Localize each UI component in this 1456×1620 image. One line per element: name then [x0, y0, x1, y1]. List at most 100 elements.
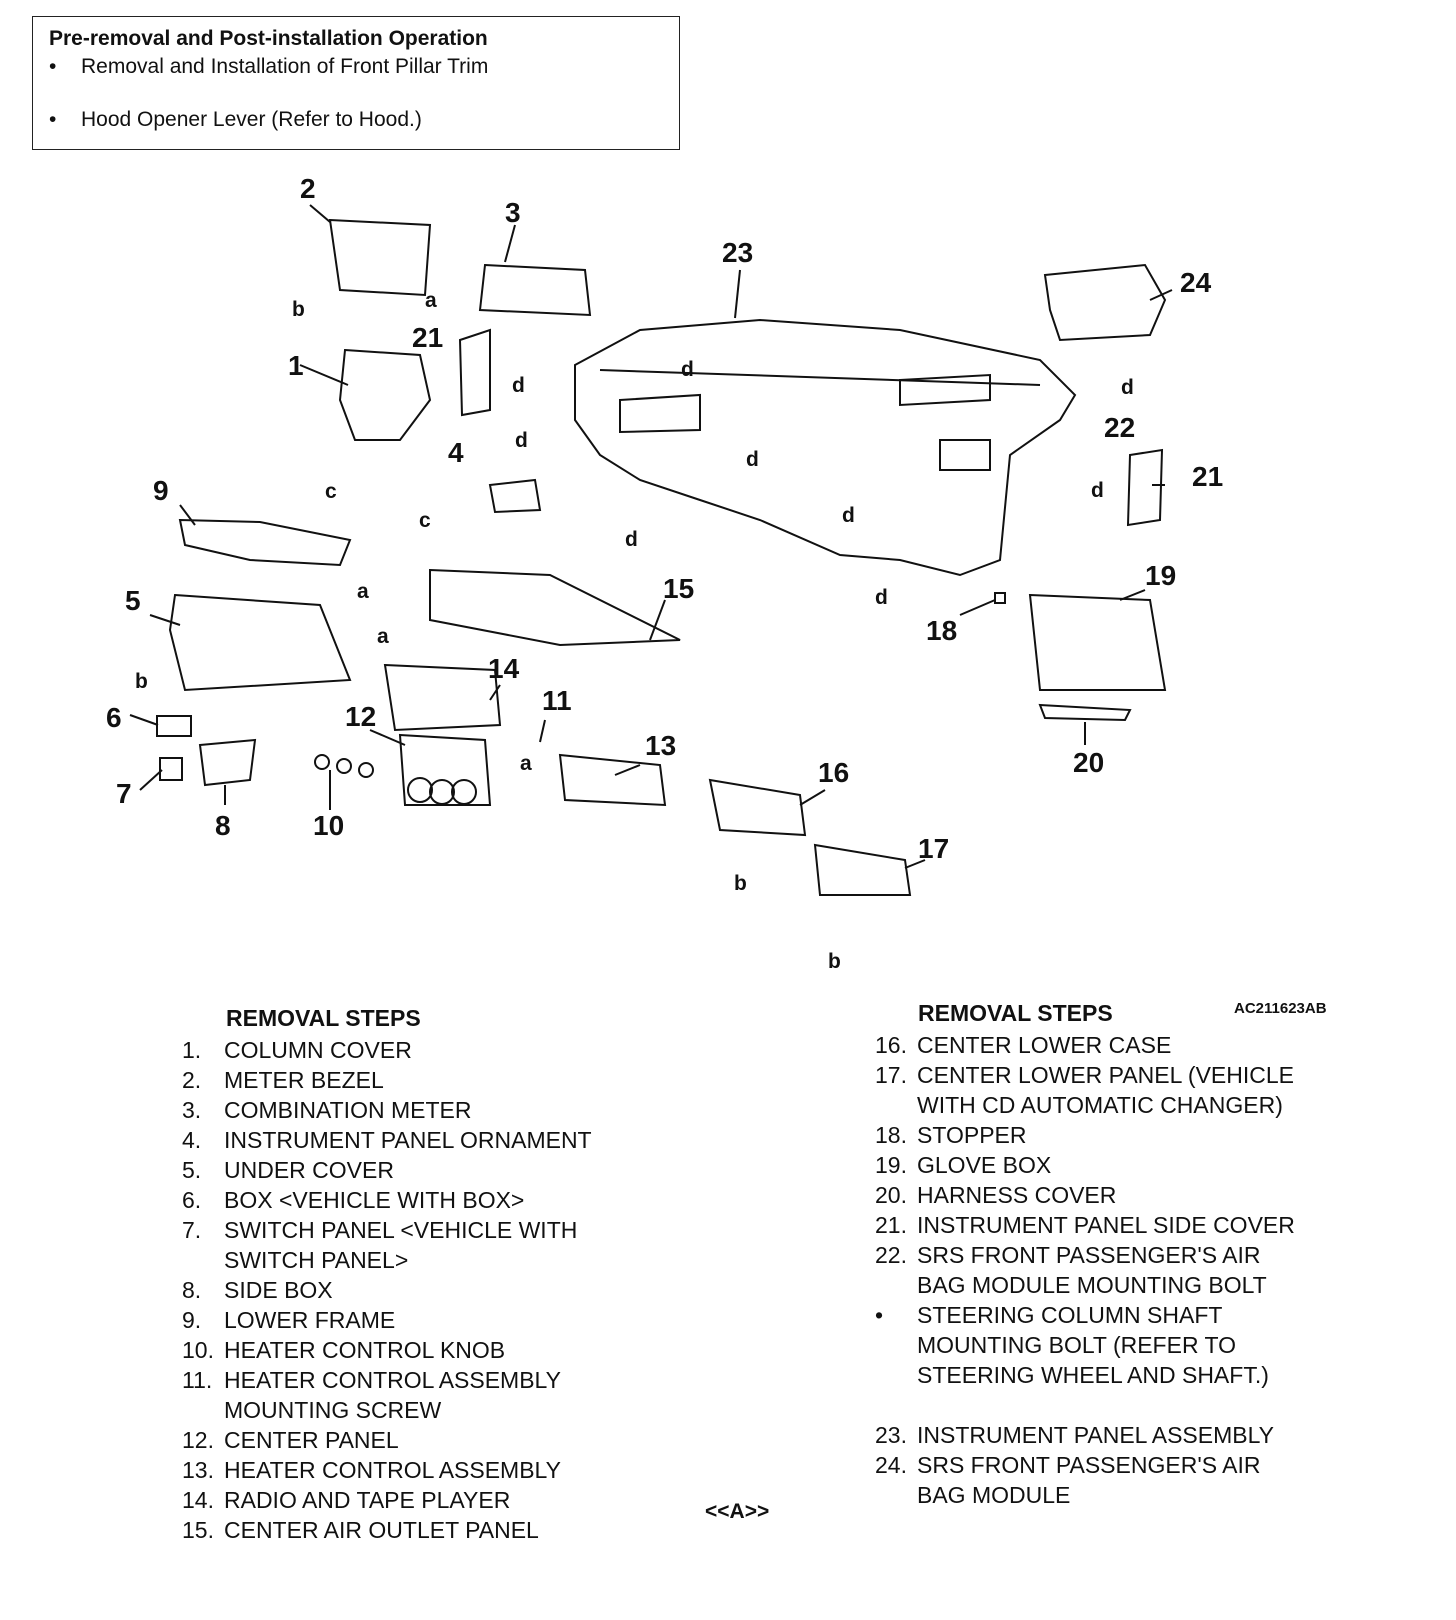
lower-frame-drawing [178, 518, 352, 567]
instrument-panel-assembly-drawing [574, 318, 1077, 577]
bullet-icon: • [49, 55, 57, 78]
step-text: HEATER CONTROL ASSEMBLY [224, 1457, 561, 1483]
step-number: • [875, 1302, 884, 1328]
procedure-marker: <<A>> [705, 1500, 770, 1523]
step-text: LOWER FRAME [224, 1307, 396, 1333]
diagram-callout: 5 [125, 585, 141, 616]
step-number: 21. [875, 1212, 907, 1238]
diagram-callout: 18 [926, 615, 957, 646]
step-text: CENTER LOWER CASE [917, 1032, 1172, 1058]
step-number: 16. [875, 1032, 907, 1058]
operation-item-text: Removal and Installation of Front Pillar… [81, 55, 489, 78]
step-text: STEERING WHEEL AND SHAFT.) [917, 1362, 1269, 1388]
diagram-callout: 24 [1180, 267, 1212, 298]
operation-box-title: Pre-removal and Post-installation Operat… [49, 27, 488, 50]
diagram-callout: 13 [645, 730, 676, 761]
glove-box-drawing [1028, 593, 1167, 691]
step-text: COMBINATION METER [224, 1097, 472, 1123]
fastener-label: d [1091, 479, 1104, 502]
step-text: SWITCH PANEL <VEHICLE WITH [224, 1217, 578, 1243]
diagram-callout: 15 [663, 573, 694, 604]
fastener-label: a [377, 625, 389, 648]
step-number: 22. [875, 1242, 907, 1268]
step-text: SWITCH PANEL> [224, 1247, 409, 1273]
diagram-callout: 3 [505, 197, 521, 228]
step-number: 12. [182, 1427, 214, 1453]
step-text: METER BEZEL [224, 1067, 384, 1093]
step-number: 14. [182, 1487, 214, 1513]
step-text: STEERING COLUMN SHAFT [917, 1302, 1223, 1328]
diagram-callout: 12 [345, 701, 376, 732]
fastener-label: d [746, 448, 759, 471]
fastener-label: d [681, 358, 694, 381]
step-text: INSTRUMENT PANEL ORNAMENT [224, 1127, 592, 1153]
fastener-label: b [734, 872, 747, 895]
fastener-label: b [292, 298, 305, 321]
step-text: HEATER CONTROL ASSEMBLY [224, 1367, 561, 1393]
diagram-callout: 4 [448, 437, 464, 468]
fastener-label: b [135, 670, 148, 693]
step-number: 9. [182, 1307, 202, 1333]
removal-steps-heading: REMOVAL STEPS [918, 1000, 1113, 1026]
step-number: 17. [875, 1062, 907, 1088]
operation-item-text: Hood Opener Lever (Refer to Hood.) [81, 108, 422, 131]
air-bag-module-drawing [1043, 263, 1167, 342]
fastener-label: a [425, 289, 437, 312]
step-text: COLUMN COVER [224, 1037, 412, 1063]
step-text: HEATER CONTROL KNOB [224, 1337, 506, 1363]
diagram-callout: 21 [412, 322, 443, 353]
step-number: 20. [875, 1182, 907, 1208]
fastener-label: b [828, 950, 841, 973]
diagram-callout: 20 [1073, 747, 1104, 778]
fastener-label: c [419, 509, 431, 532]
step-number: 19. [875, 1152, 907, 1178]
step-number: 15. [182, 1517, 214, 1543]
step-number: 8. [182, 1277, 202, 1303]
diagram-callout: 19 [1145, 560, 1176, 591]
step-number: 13. [182, 1457, 214, 1483]
step-text: STOPPER [917, 1122, 1027, 1148]
fastener-label: d [515, 429, 528, 452]
step-text: BAG MODULE [917, 1482, 1071, 1508]
step-number: 7. [182, 1217, 202, 1243]
under-cover-drawing [168, 593, 352, 692]
step-number: 18. [875, 1122, 907, 1148]
diagram-callout: 1 [288, 350, 304, 381]
fastener-label: a [357, 580, 369, 603]
diagram-callout: 11 [542, 685, 572, 716]
diagram-callout: 17 [918, 833, 949, 864]
diagram-callout: 10 [313, 810, 344, 841]
diagram-callout: 14 [488, 653, 520, 684]
step-text: MOUNTING SCREW [224, 1397, 442, 1423]
bullet-icon: • [49, 108, 57, 131]
step-text: HARNESS COVER [917, 1182, 1117, 1208]
step-text: SRS FRONT PASSENGER'S AIR [917, 1452, 1261, 1478]
column-cover-drawing [338, 348, 432, 441]
meter-bezel-drawing [328, 218, 432, 297]
step-number: 5. [182, 1157, 202, 1183]
fastener-label: d [875, 586, 888, 609]
operation-item: • Removal and Installation of Front Pilla… [49, 55, 488, 79]
fastener-label: a [520, 752, 532, 775]
step-number: 3. [182, 1097, 202, 1123]
diagram-callout: 7 [116, 778, 132, 809]
step-number: 24. [875, 1452, 907, 1478]
operation-item: • Hood Opener Lever (Refer to Hood.) [49, 108, 422, 132]
fastener-label: d [512, 374, 525, 397]
diagram-callout: 21 [1192, 461, 1223, 492]
pre-removal-operation-box: Pre-removal and Post-installation Operat… [32, 16, 680, 150]
step-text: SIDE BOX [224, 1277, 333, 1303]
side-cover-drawing [1126, 448, 1164, 527]
step-text: WITH CD AUTOMATIC CHANGER) [917, 1092, 1283, 1118]
instrument-panel-exploded-diagram: 1 2 3 4 5 6 7 8 9 10 11 12 13 14 15 16 1… [106, 173, 1223, 973]
diagram-callout: 8 [215, 810, 231, 841]
step-number: 4. [182, 1127, 202, 1153]
step-text: CENTER PANEL [224, 1427, 399, 1453]
step-number: 23. [875, 1422, 907, 1448]
step-text: UNDER COVER [224, 1157, 394, 1183]
fastener-label: d [842, 504, 855, 527]
diagram-callout: 16 [818, 757, 849, 788]
center-panel-drawing [398, 733, 492, 806]
step-text: INSTRUMENT PANEL ASSEMBLY [917, 1422, 1275, 1448]
step-text: MOUNTING BOLT (REFER TO [917, 1332, 1237, 1358]
